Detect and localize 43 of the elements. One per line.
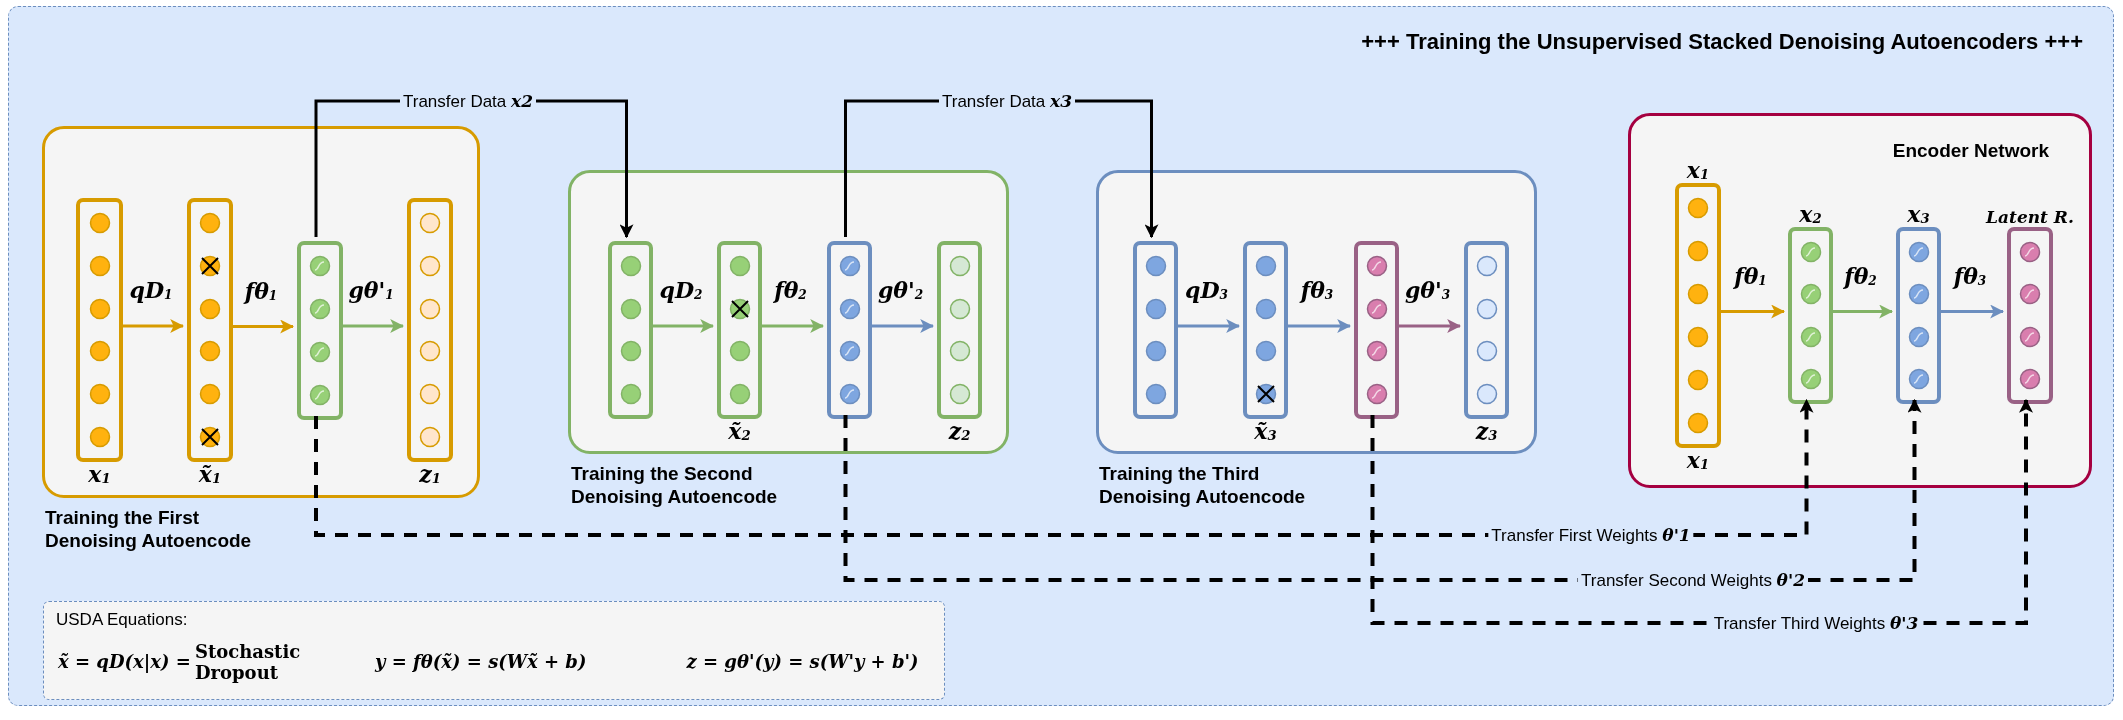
layer-label: z$_{3}$ [1475,419,1498,444]
edge-label: fθ$_{3}$ [1953,262,1987,289]
layer-column [297,241,343,420]
layer-column [1354,241,1399,419]
edge-label: fθ$_{3}$ [1300,277,1334,303]
layer-label: x$_{3}$ [1907,202,1930,227]
panel-heading: Training the Second Denoising Autoencode [571,463,779,509]
edge-label: gθ'$_{2}$ [877,277,924,303]
edge-label: gθ'$_{1}$ [348,277,394,303]
layer-label: x$_{2}$ [1799,202,1822,227]
edge-label: qD$_{2}$ [659,277,703,303]
edge-label: fθ$_{2}$ [1844,262,1877,289]
edge-label: qD$_{3}$ [1185,277,1228,303]
edge-label: gθ'$_{3}$ [1404,277,1451,303]
layer-label: z$_{1}$ [419,462,441,487]
equation: z = gθ'(y) = s(W'y + b') [686,652,919,674]
layer-column [608,241,653,419]
layer-label: x̃$_{3}$ [1254,419,1277,444]
equations-panel [43,601,945,700]
background-panel [8,6,2114,706]
edge-label: qD$_{1}$ [129,277,173,303]
edge-label: fθ$_{2}$ [774,277,807,303]
panel-heading: Encoder Network [1892,140,2049,162]
layer-column [1133,241,1178,419]
band-heading: +++ Training the Unsupervised Stacked Denoising Autoencoders +++ [1361,29,2083,55]
panel-heading: Training the First Denoising Autoencode [45,507,253,553]
edge-label: fθ$_{1}$ [1734,262,1767,289]
dashed-arrow [314,398,1814,537]
layer-label: Latent R. [1986,208,2074,227]
layer-label: z$_{2}$ [948,419,971,444]
layer-column [827,241,872,419]
edge-label: fθ$_{1}$ [244,277,278,304]
panel-heading: Training the Third Denoising Autoencode [1099,463,1307,509]
layer-label: x̃$_{1}$ [198,462,222,487]
equation: y = fθ(x̃) = s(Wx̃ + b) [374,652,587,674]
layer-label: x$_{1}$ [1686,158,1710,183]
equation-note: Stochastic Dropout [194,642,302,684]
layer-label: x̃$_{2}$ [728,419,751,444]
equation: x̃ = qD(x|x) = [58,652,191,674]
panel-heading: USDA Equations: [56,610,188,630]
layer-label: x$_{1}$ [88,462,111,487]
layer-label: x$_{1}$ [1686,448,1710,473]
encoder-panel [1628,113,2092,488]
